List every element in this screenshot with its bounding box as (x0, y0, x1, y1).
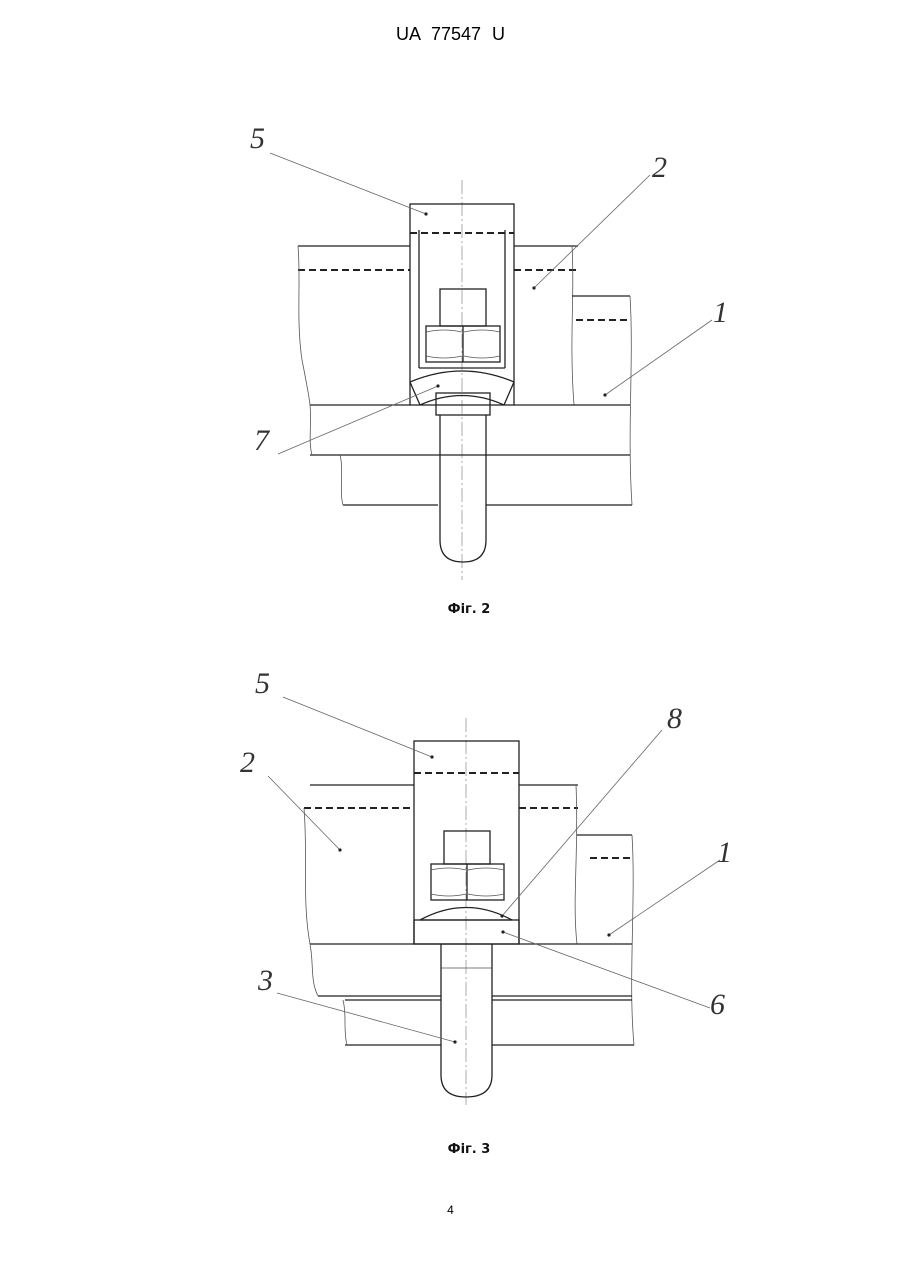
fig2-label-5: 5 (250, 122, 265, 155)
fig3-label-1: 1 (717, 836, 732, 869)
fig2-label-1: 1 (713, 296, 728, 329)
bolt-and-nut (426, 289, 500, 562)
fig3-label-8: 8 (667, 702, 682, 735)
fig2-label-2: 2 (652, 151, 667, 184)
fig3-caption: Фіг. 3 (448, 1142, 491, 1157)
fig3-label-3: 3 (257, 964, 273, 997)
part-1-lower-beam (310, 296, 632, 505)
part-5-clamp (414, 741, 519, 944)
bolt-and-nut (431, 831, 504, 1097)
part-1-lower-beam (310, 835, 634, 1045)
figure-2: 5 2 1 7 Фіг. 2 (250, 122, 728, 617)
fig3-label-6: 6 (710, 988, 725, 1021)
fig3-label-2: 2 (240, 746, 255, 779)
page-number: 4 (0, 1203, 901, 1217)
figure-3: 5 8 2 1 3 6 Фіг. 3 (240, 667, 732, 1157)
fig2-caption: Фіг. 2 (448, 602, 491, 617)
fig3-label-5: 5 (255, 667, 270, 700)
fig2-label-7: 7 (254, 424, 271, 457)
